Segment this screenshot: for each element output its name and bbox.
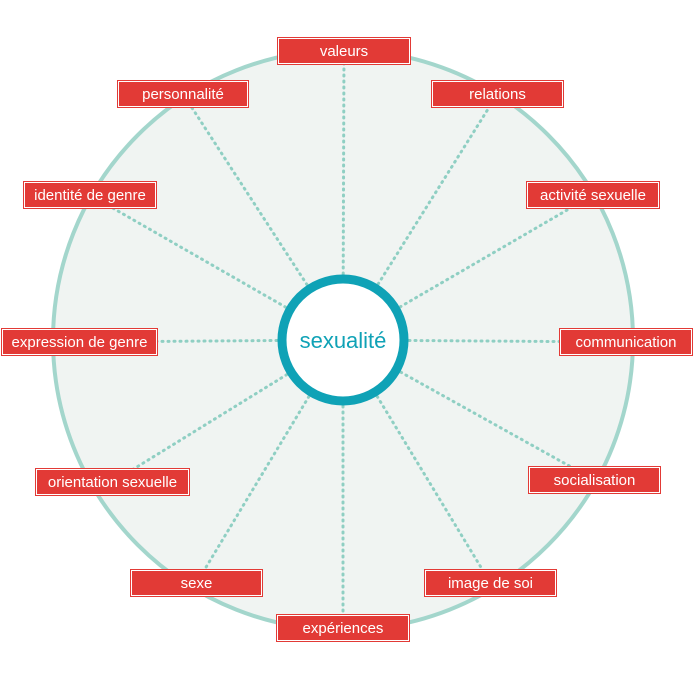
spoke-identite-de-genre	[88, 193, 288, 309]
node-experiences: expériences	[277, 615, 409, 641]
node-communication: communication	[560, 329, 692, 355]
node-expression-de-genre: expression de genre	[2, 329, 157, 355]
node-valeurs: valeurs	[278, 38, 410, 64]
node-identite-de-genre: identité de genre	[24, 182, 156, 208]
node-orientation-sexuelle: orientation sexuelle	[36, 469, 189, 495]
spoke-image-de-soi	[375, 394, 492, 585]
spoke-socialisation	[399, 370, 596, 482]
node-relations: relations	[432, 81, 563, 107]
spoke-personnalite	[181, 92, 309, 287]
center-hub	[277, 274, 409, 406]
spoke-orientation-sexuelle	[111, 373, 289, 484]
spoke-activite-sexuelle	[398, 193, 595, 309]
node-image-de-soi: image de soi	[425, 570, 556, 596]
center-label: sexualité	[300, 328, 387, 353]
node-activite-sexuelle: activité sexuelle	[527, 182, 659, 208]
spokes	[78, 49, 628, 630]
node-sexe: sexe	[131, 570, 262, 596]
spoke-relations	[376, 92, 499, 286]
node-personnalite: personnalité	[118, 81, 248, 107]
spoke-valeurs	[341, 49, 346, 276]
node-socialisation: socialisation	[529, 467, 660, 493]
spoke-sexe	[195, 395, 311, 585]
